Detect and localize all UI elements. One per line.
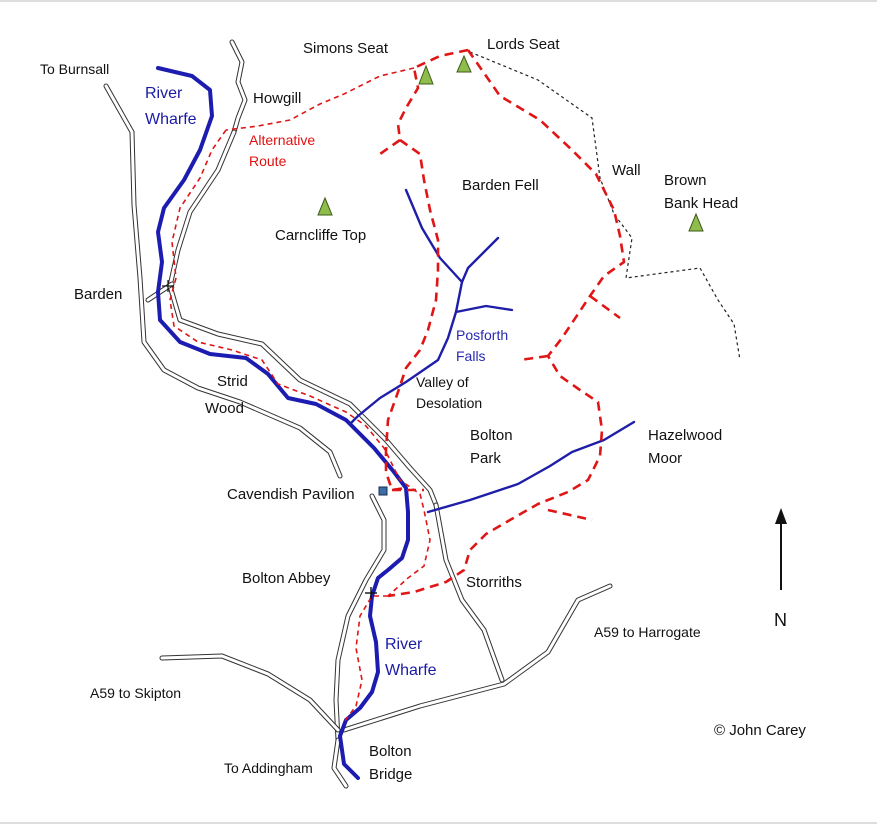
label-carncliffe-top: Carncliffe Top: [275, 227, 366, 244]
label-hazelwood-line2: Moor: [648, 450, 682, 467]
alt-route-valley: [169, 129, 431, 597]
route-spur-posforth: [589, 294, 621, 320]
label-brown-bank-line1: Brown: [664, 172, 707, 189]
label-a59-skipton: A59 to Skipton: [90, 685, 181, 701]
label-river-top-line2: Wharfe: [145, 111, 197, 128]
roads: [103, 39, 613, 789]
label-river-bottom-line1: River: [385, 636, 423, 653]
posforth-beck: [404, 188, 500, 284]
label-posforth-line2: Falls: [456, 348, 486, 364]
alt-route-ridge: [225, 67, 415, 131]
route-spur-hazelwood: [547, 508, 593, 522]
label-river-bottom-line2: Wharfe: [385, 662, 437, 679]
route-fell-descent: [384, 138, 440, 492]
label-alternative-route-line2: Route: [249, 153, 287, 169]
label-valley-line1: Valley of: [416, 374, 469, 390]
alt-route-bridge: [343, 595, 388, 723]
label-cavendish-pavilion: Cavendish Pavilion: [227, 486, 355, 503]
north-arrow-icon: [775, 508, 787, 590]
label-brown-bank-line2: Bank Head: [664, 195, 738, 212]
label-hazelwood-line1: Hazelwood: [648, 427, 722, 444]
label-simons-seat: Simons Seat: [303, 40, 389, 57]
route-top-ridge: [379, 48, 469, 156]
label-alternative-route-line1: Alternative: [249, 132, 315, 148]
lords-seat-peak-icon: [456, 54, 472, 73]
label-wall: Wall: [612, 162, 641, 179]
label-strid-line1: Strid: [217, 373, 248, 390]
simons-seat-peak-icon: [418, 64, 434, 85]
label-lords-seat: Lords Seat: [487, 36, 560, 53]
valley-stream: [348, 280, 464, 426]
label-bolton-bridge-line2: Bridge: [369, 766, 412, 783]
label-to-addingham: To Addingham: [224, 760, 313, 776]
label-valley-line2: Desolation: [416, 395, 482, 411]
label-a59-harrogate: A59 to Harrogate: [594, 624, 701, 640]
barden-cross-icon: [162, 280, 174, 292]
streams: [348, 188, 636, 514]
road-howgill: [229, 39, 248, 135]
label-barden: Barden: [74, 286, 122, 303]
road-to-addingham: [331, 737, 349, 789]
carncliffe-top-peak-icon: [317, 196, 333, 216]
label-copyright: © John Carey: [714, 722, 806, 739]
label-bolton-park-line2: Park: [470, 450, 501, 467]
brown-bank-head-peak-icon: [688, 212, 704, 232]
bolton-abbey-cross-icon: [365, 587, 377, 599]
label-north: N: [774, 610, 787, 630]
cavendish-pavilion-marker: [378, 486, 388, 496]
road-to-burnsall: [103, 83, 343, 479]
road-bolton-abbey: [333, 493, 387, 743]
alternative-route: [169, 67, 431, 723]
label-howgill: Howgill: [253, 90, 301, 107]
label-barden-fell: Barden Fell: [462, 177, 539, 194]
label-river-top-line1: River: [145, 85, 183, 102]
road-east-valley: [167, 129, 439, 508]
label-storriths: Storriths: [466, 574, 522, 591]
route-spur-valley: [519, 354, 549, 362]
label-bolton-abbey: Bolton Abbey: [242, 570, 331, 587]
road-a59-harrogate: [341, 583, 613, 733]
label-posforth-line1: Posforth: [456, 327, 508, 343]
road-a59-skipton: [159, 653, 341, 733]
label-to-burnsall: To Burnsall: [40, 61, 109, 77]
hazelwood-stream: [426, 420, 636, 514]
route-east-loop: [387, 49, 626, 598]
river-wharfe: [156, 66, 410, 780]
label-strid-line2: Wood: [205, 400, 244, 417]
road-storriths: [433, 502, 505, 683]
label-bolton-bridge-line1: Bolton: [369, 743, 412, 760]
walking-route: [379, 48, 626, 598]
posforth-tributary: [454, 304, 514, 314]
label-bolton-park-line1: Bolton: [470, 427, 513, 444]
